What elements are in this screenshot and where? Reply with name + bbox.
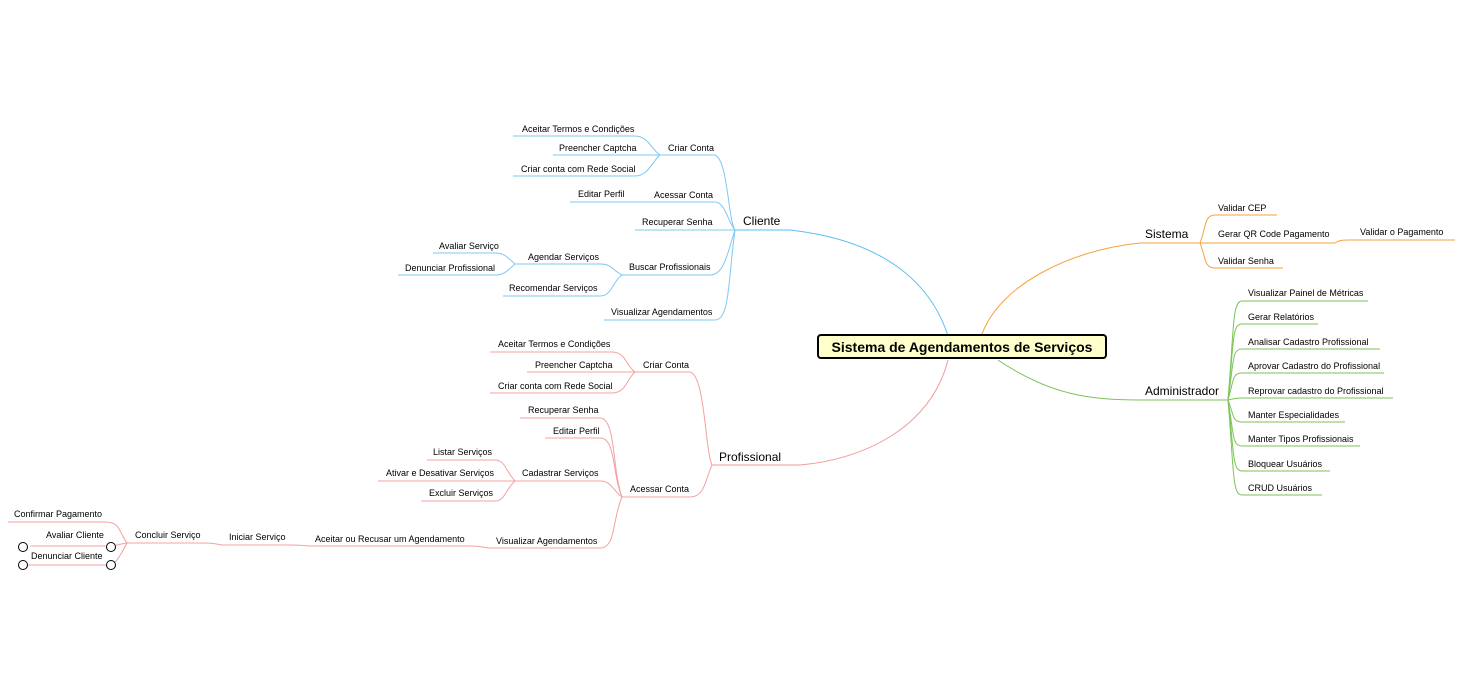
edge-root-sistema	[981, 242, 1200, 335]
cliente-buscar-profissionais: Buscar Profissionais	[629, 262, 711, 272]
prof-criar-conta-rede: Criar conta com Rede Social	[498, 381, 613, 391]
cliente-denunciar-profissional: Denunciar Profissional	[405, 263, 495, 273]
prof-cadastrar-servicos: Cadastrar Serviços	[522, 468, 599, 478]
collapse-handles[interactable]	[18, 542, 116, 570]
admin-item: Reprovar cadastro do Profissional	[1248, 386, 1384, 396]
prof-excluir-servicos: Excluir Serviços	[429, 488, 494, 498]
cliente-recuperar-senha: Recuperar Senha	[642, 217, 713, 227]
edge-root-profissional	[712, 359, 949, 466]
sistema-subtree	[1199, 214, 1455, 269]
administrador-subtree	[1227, 300, 1393, 496]
profissional-labels: Profissional Criar Conta Aceitar Termos …	[14, 339, 781, 561]
root-topic-label: Sistema de Agendamentos de Serviços	[831, 338, 1093, 355]
sistema-labels: Sistema Validar CEP Gerar QR Code Pagame…	[1145, 203, 1443, 266]
cliente-avaliar-servico: Avaliar Serviço	[439, 241, 499, 251]
cliente-labels: Cliente Criar Conta Aceitar Termos e Con…	[405, 124, 781, 317]
cliente-agendar-servicos: Agendar Serviços	[528, 252, 600, 262]
prof-preencher-captcha: Preencher Captcha	[535, 360, 613, 370]
admin-item: Manter Especialidades	[1248, 410, 1340, 420]
edge-root-cliente	[735, 229, 949, 337]
sistema-label: Sistema	[1145, 227, 1189, 241]
sistema-gerar-qr: Gerar QR Code Pagamento	[1218, 229, 1330, 239]
prof-ativar-desativar: Ativar e Desativar Serviços	[386, 468, 495, 478]
root-topic[interactable]: Sistema de Agendamentos de Serviços	[817, 334, 1107, 359]
admin-item: CRUD Usuários	[1248, 483, 1313, 493]
cliente-criar-conta-rede: Criar conta com Rede Social	[521, 164, 636, 174]
admin-item: Aprovar Cadastro do Profissional	[1248, 361, 1380, 371]
collapse-handle-icon[interactable]	[106, 542, 116, 552]
prof-recuperar-senha: Recuperar Senha	[528, 405, 599, 415]
prof-criar-conta: Criar Conta	[643, 360, 689, 370]
cliente-recomendar-servicos: Recomendar Serviços	[509, 283, 598, 293]
administrador-label: Administrador	[1145, 384, 1219, 398]
cliente-acessar-conta: Acessar Conta	[654, 190, 713, 200]
sistema-validar-senha: Validar Senha	[1218, 256, 1274, 266]
edge-root-administrador	[997, 359, 1228, 401]
administrador-labels: Administrador Visualizar Painel de Métri…	[1145, 288, 1384, 493]
admin-item: Analisar Cadastro Profissional	[1248, 337, 1369, 347]
prof-denunciar-cliente: Denunciar Cliente	[31, 551, 103, 561]
prof-iniciar-servico: Iniciar Serviço	[229, 532, 286, 542]
sistema-validar-cep: Validar CEP	[1218, 203, 1266, 213]
cliente-label: Cliente	[743, 214, 781, 228]
collapse-handle-icon[interactable]	[18, 542, 28, 552]
collapse-handle-icon[interactable]	[106, 560, 116, 570]
collapse-handle-icon[interactable]	[18, 560, 28, 570]
cliente-aceitar-termos: Aceitar Termos e Condições	[522, 124, 635, 134]
admin-item: Bloquear Usuários	[1248, 459, 1323, 469]
admin-item: Gerar Relatórios	[1248, 312, 1315, 322]
admin-item: Visualizar Painel de Métricas	[1248, 288, 1364, 298]
prof-concluir-servico: Concluir Serviço	[135, 530, 201, 540]
prof-editar-perfil: Editar Perfil	[553, 426, 600, 436]
sistema-validar-pagamento: Validar o Pagamento	[1360, 227, 1443, 237]
cliente-preencher-captcha: Preencher Captcha	[559, 143, 637, 153]
prof-avaliar-cliente: Avaliar Cliente	[46, 530, 104, 540]
profissional-subtree	[8, 351, 713, 566]
profissional-label: Profissional	[719, 450, 781, 464]
prof-acessar-conta: Acessar Conta	[630, 484, 689, 494]
prof-listar-servicos: Listar Serviços	[433, 447, 493, 457]
cliente-subtree	[398, 135, 736, 321]
cliente-editar-perfil: Editar Perfil	[578, 189, 625, 199]
admin-item: Manter Tipos Profissionais	[1248, 434, 1354, 444]
cliente-visualizar-agendamentos: Visualizar Agendamentos	[611, 307, 713, 317]
prof-visualizar-agendamentos: Visualizar Agendamentos	[496, 536, 598, 546]
prof-confirmar-pagamento: Confirmar Pagamento	[14, 509, 102, 519]
prof-aceitar-recusar: Aceitar ou Recusar um Agendamento	[315, 534, 465, 544]
prof-aceitar-termos: Aceitar Termos e Condições	[498, 339, 611, 349]
cliente-criar-conta: Criar Conta	[668, 143, 714, 153]
